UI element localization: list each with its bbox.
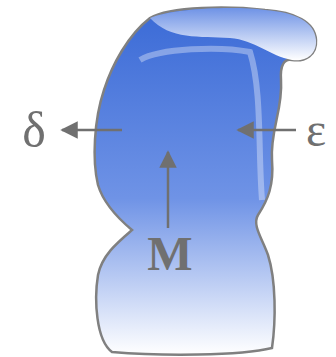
inner-fold [140,49,262,200]
leader-arrow [167,152,170,228]
molecule-outline [95,8,316,355]
subunit-label: δ [22,105,46,155]
leader-arrow [238,129,296,132]
subunit-label: M [147,230,192,278]
subunit-label: ε [306,106,326,154]
leader-arrow [62,129,122,132]
